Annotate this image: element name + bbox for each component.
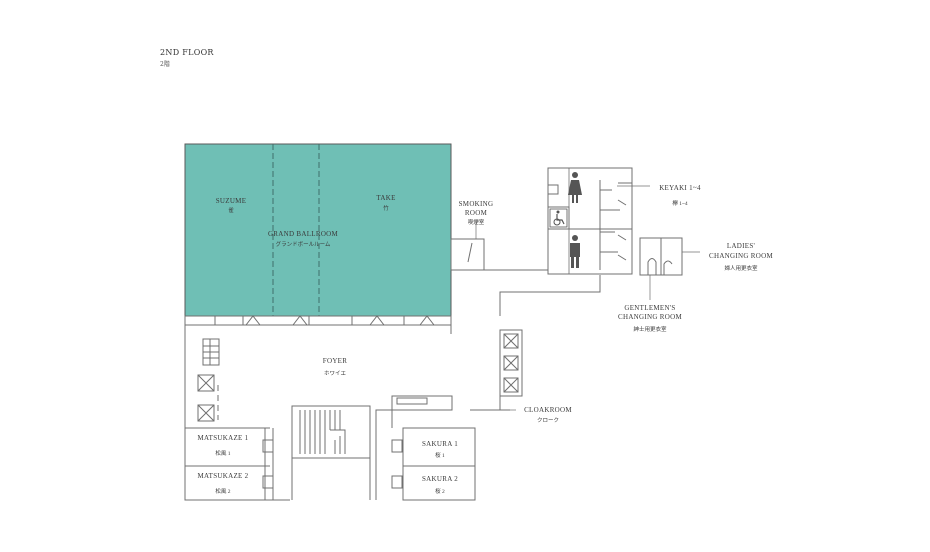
door[interactable] — [245, 315, 261, 326]
ballroom-label: GRAND BALLROOM — [268, 230, 339, 238]
elevator-icon — [547, 184, 559, 195]
door[interactable] — [419, 315, 435, 326]
matsukaze-1-jp-label: 松風 1 — [215, 449, 230, 457]
floor-subtitle: 2階 — [160, 61, 170, 68]
cloakroom-jp-label: クローク — [537, 417, 559, 424]
elevator-icon — [503, 355, 519, 371]
gentlemen-jp-label: 紳士用更衣室 — [633, 325, 667, 333]
elevator-icon — [197, 404, 215, 422]
ladies-jp-label: 婦人用更衣室 — [724, 264, 758, 272]
suzume-jp-label: 雀 — [228, 206, 234, 214]
smoking-label-1: SMOKING — [459, 200, 494, 208]
accessible-restroom[interactable] — [547, 206, 570, 230]
suzume-label: SUZUME — [216, 197, 247, 205]
keyaki-label: KEYAKI 1~4 — [659, 184, 701, 192]
ballroom-door-strip — [184, 315, 452, 326]
floor-title: 2ND FLOOR — [160, 48, 214, 57]
take-jp-label: 竹 — [383, 204, 389, 212]
door[interactable] — [369, 315, 385, 326]
sakura-1-jp-label: 桜 1 — [435, 451, 445, 459]
matsukaze-2-jp-label: 松風 2 — [215, 487, 230, 495]
door[interactable] — [292, 315, 308, 326]
gentlemen-label-2: CHANGING ROOM — [618, 313, 682, 321]
matsukaze-1-label: MATSUKAZE 1 — [198, 434, 249, 442]
cloakroom-label: CLOAKROOM — [524, 406, 572, 414]
smoking-jp-label: 喫煙室 — [468, 218, 485, 226]
female-restroom-icon — [568, 172, 582, 203]
central-staircase[interactable] — [291, 405, 371, 459]
gentlemen-label-1: GENTLEMEN'S — [624, 304, 675, 312]
ballroom-jp-label: グランドボールルーム — [276, 240, 331, 248]
male-restroom-icon — [570, 235, 580, 268]
ladies-label-1: LADIES' — [727, 242, 755, 250]
grand-ballroom-area[interactable] — [184, 143, 452, 317]
elevator-icon — [197, 374, 215, 392]
elevator-icon — [503, 377, 519, 393]
keyaki-jp-label: 欅 1~4 — [672, 199, 688, 207]
smoking-room[interactable] — [450, 238, 485, 271]
sakura-2-label: SAKURA 2 — [422, 475, 458, 483]
wheelchair-icon — [549, 208, 568, 228]
cloakroom[interactable] — [391, 395, 453, 411]
foyer-jp-label: ホワイエ — [324, 370, 346, 377]
ladies-label-2: CHANGING ROOM — [709, 252, 773, 260]
matsukaze-2-label: MATSUKAZE 2 — [198, 472, 249, 480]
elevator-icon — [503, 333, 519, 349]
sakura-2-jp-label: 桜 2 — [435, 487, 445, 495]
take-label: TAKE — [376, 194, 395, 202]
foyer-label: FOYER — [323, 357, 347, 365]
matsukaze-2-room[interactable] — [184, 465, 266, 501]
sakura-1-label: SAKURA 1 — [422, 440, 458, 448]
smoking-label-2: ROOM — [465, 209, 488, 217]
